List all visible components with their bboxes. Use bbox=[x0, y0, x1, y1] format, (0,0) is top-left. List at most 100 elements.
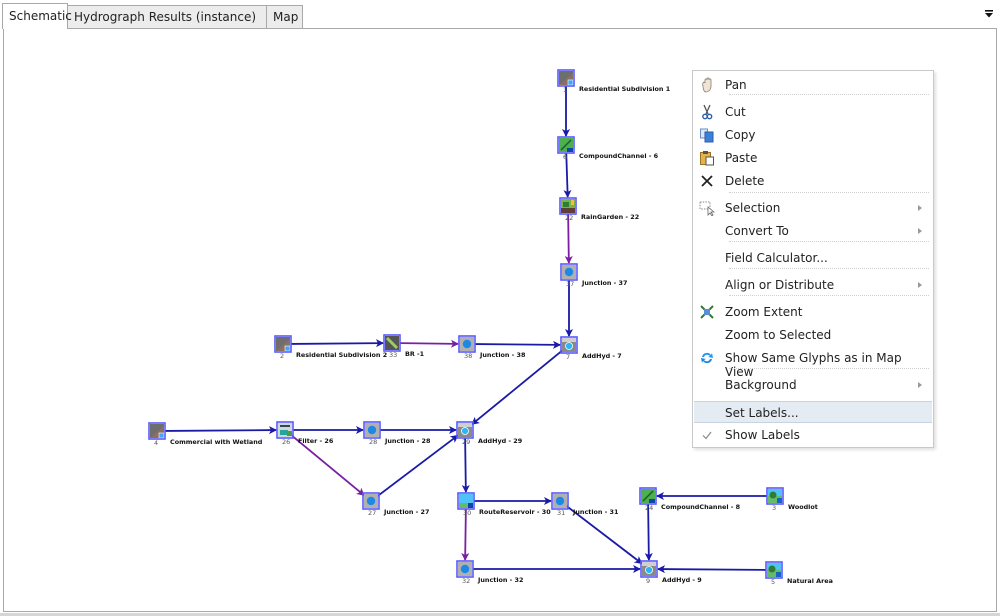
node-id: 38 bbox=[464, 352, 472, 360]
menu-item-field-calculator[interactable]: Field Calculator... bbox=[694, 247, 932, 269]
menu-item-paste[interactable]: Paste bbox=[694, 147, 932, 169]
schematic-node[interactable]: 29 AddHyd - 29 bbox=[456, 421, 523, 446]
menu-item-align-or-distribute[interactable]: Align or Distribute bbox=[694, 274, 932, 296]
schematic-node[interactable]: 22 RainGarden - 22 bbox=[559, 197, 639, 222]
link-7-to-29[interactable] bbox=[471, 349, 564, 426]
link-22-to-37[interactable] bbox=[564, 213, 573, 265]
menu-item-label: Align or Distribute bbox=[725, 278, 835, 292]
link-24-to-9[interactable] bbox=[644, 503, 653, 562]
link-4-to-26[interactable] bbox=[164, 426, 278, 435]
link-5-to-9[interactable] bbox=[656, 565, 767, 574]
node-id: 37 bbox=[566, 280, 574, 288]
node-label: AddHyd - 7 bbox=[582, 352, 622, 360]
schematic-node[interactable]: 37 Junction - 37 bbox=[560, 263, 627, 288]
menu-item-pan[interactable]: Pan bbox=[694, 74, 932, 96]
menu-item-label: Show Labels bbox=[725, 428, 800, 442]
node-id: 2 bbox=[280, 352, 284, 360]
catchment-glyph-icon bbox=[274, 335, 292, 353]
menu-item-zoom-to-selected[interactable]: Zoom to Selected bbox=[694, 324, 932, 346]
menu-item-label: Copy bbox=[725, 128, 756, 142]
menu-item-delete[interactable]: Delete bbox=[694, 170, 932, 192]
menu-item-show-same-glyphs-as-in-map-view[interactable]: Show Same Glyphs as in Map View bbox=[694, 347, 932, 379]
tab-label: Hydrograph Results (instance) bbox=[74, 10, 257, 24]
node-label: Woodlot bbox=[788, 503, 818, 511]
node-label: Junction - 37 bbox=[581, 279, 627, 287]
hand-pan-icon bbox=[702, 77, 712, 93]
scissors-icon bbox=[702, 104, 713, 120]
node-label: CompoundChannel - 8 bbox=[661, 503, 741, 511]
link-27-to-29[interactable] bbox=[376, 434, 459, 497]
link-31-to-9[interactable] bbox=[565, 505, 643, 565]
menu-item-zoom-extent[interactable]: Zoom Extent bbox=[694, 301, 932, 323]
node-label: RainGarden - 22 bbox=[581, 213, 639, 221]
node-id: 27 bbox=[368, 509, 376, 517]
submenu-arrow-icon bbox=[918, 205, 922, 211]
natural-glyph-icon bbox=[766, 487, 784, 505]
link-38-to-7[interactable] bbox=[474, 340, 562, 349]
node-label: CompoundChannel - 6 bbox=[579, 152, 659, 160]
bottom-border bbox=[0, 613, 1000, 616]
node-label: Natural Area bbox=[787, 577, 833, 585]
menu-item-convert-to[interactable]: Convert To bbox=[694, 220, 932, 242]
dropdown-arrow-icon[interactable] bbox=[984, 9, 994, 19]
link-29-to-30[interactable] bbox=[461, 437, 470, 494]
link-26-to-27[interactable] bbox=[290, 434, 365, 496]
menu-item-label: Field Calculator... bbox=[725, 251, 828, 265]
node-label: AddHyd - 29 bbox=[478, 437, 523, 445]
junction-glyph-icon bbox=[458, 335, 476, 353]
junction-glyph-icon bbox=[551, 492, 569, 510]
menu-item-label: Zoom to Selected bbox=[725, 328, 832, 342]
tab-label: Map bbox=[273, 10, 299, 24]
submenu-arrow-icon bbox=[918, 282, 922, 288]
addhyd-glyph-icon bbox=[640, 560, 658, 578]
tab-schematic[interactable]: Schematic bbox=[2, 3, 72, 29]
tab-bar: Schematic Hydrograph Results (instance) … bbox=[0, 0, 1000, 29]
node-id: 29 bbox=[462, 438, 470, 446]
schematic-node[interactable]: 5 Natural Area bbox=[765, 561, 833, 586]
menu-item-show-labels[interactable]: Show Labels bbox=[694, 424, 932, 446]
menu-item-cut[interactable]: Cut bbox=[694, 101, 932, 123]
channel-glyph-icon bbox=[639, 487, 657, 505]
menu-item-label: Convert To bbox=[725, 224, 789, 238]
link-6-to-22[interactable] bbox=[563, 152, 572, 199]
menu-item-label: Set Labels... bbox=[725, 406, 799, 420]
link-30-to-32[interactable] bbox=[461, 508, 470, 562]
selection-icon bbox=[699, 201, 715, 216]
menu-item-copy[interactable]: Copy bbox=[694, 124, 932, 146]
node-label: Residential Subdivision 1 bbox=[579, 85, 670, 93]
node-label: Junction - 32 bbox=[477, 576, 523, 584]
zoom-extent-icon bbox=[700, 305, 714, 319]
catchment-glyph-icon bbox=[148, 422, 166, 440]
node-id: 22 bbox=[565, 214, 573, 222]
menu-item-set-labels[interactable]: Set Labels... bbox=[694, 401, 932, 423]
link-2-to-33[interactable] bbox=[290, 339, 385, 348]
node-id: 4 bbox=[154, 439, 158, 447]
node-label: RouteReservoir - 30 bbox=[479, 508, 551, 516]
refresh-icon bbox=[701, 352, 713, 364]
link-33-to-38[interactable] bbox=[399, 339, 460, 348]
node-label: Filter - 26 bbox=[298, 437, 334, 445]
node-label: BR -1 bbox=[405, 350, 424, 358]
menu-item-background[interactable]: Background bbox=[694, 374, 932, 396]
menu-item-selection[interactable]: Selection bbox=[694, 197, 932, 219]
tab-map[interactable]: Map bbox=[266, 5, 303, 28]
node-id: 5 bbox=[771, 578, 775, 586]
menu-item-label: Background bbox=[725, 378, 797, 392]
node-label: Junction - 31 bbox=[572, 508, 618, 516]
